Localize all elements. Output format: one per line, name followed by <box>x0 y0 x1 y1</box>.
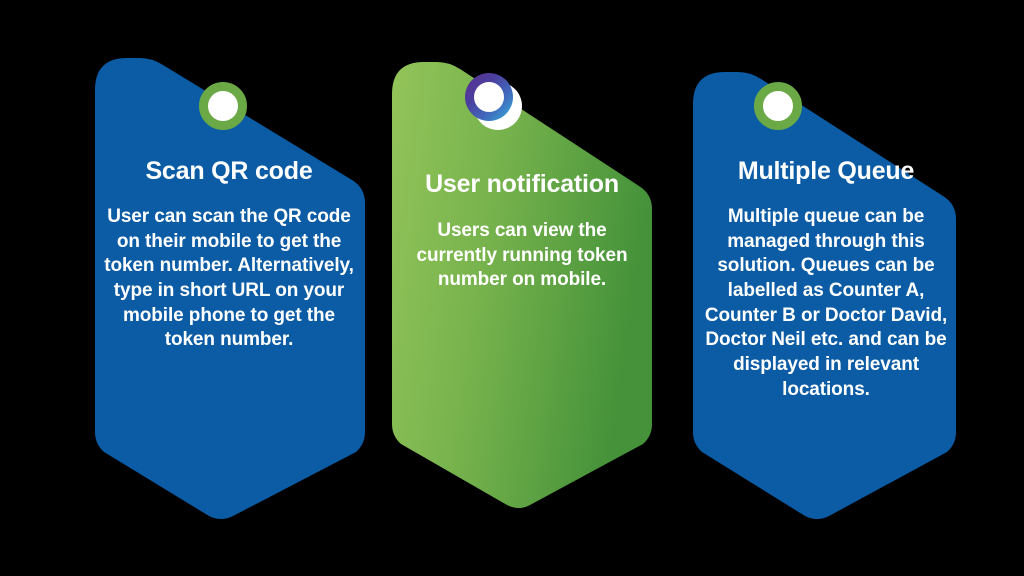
card-shape-multiple-queue[interactable] <box>693 72 956 519</box>
card-shape-user-notification[interactable] <box>392 62 652 508</box>
green-ring-circle-icon-card-1 <box>199 82 247 130</box>
ring-gradient <box>465 73 513 121</box>
purple-cyan-ring-circle-icon-card-2 <box>474 82 522 130</box>
card-shape-scan-qr-code[interactable] <box>95 58 365 519</box>
green-ring-circle-icon-card-3 <box>754 82 802 130</box>
